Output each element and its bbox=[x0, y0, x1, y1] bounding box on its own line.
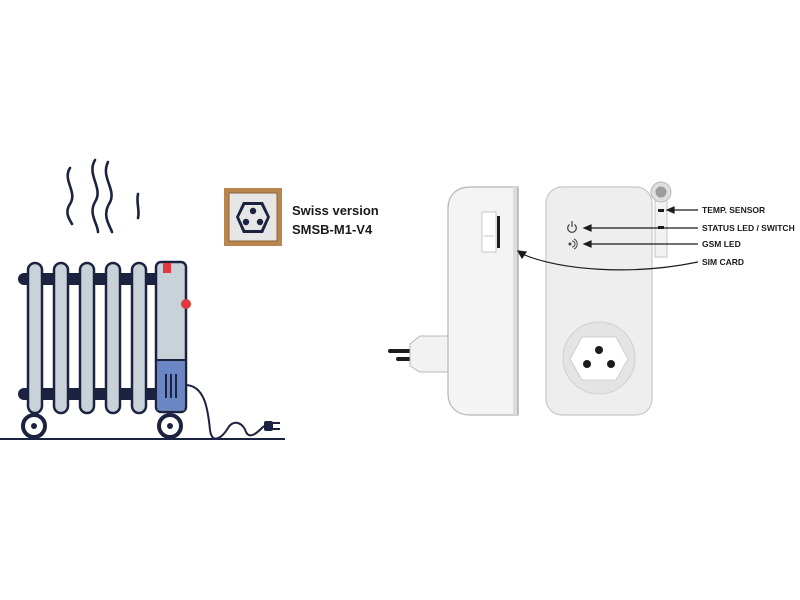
device-front-view bbox=[545, 181, 672, 416]
radiator-fin bbox=[78, 261, 96, 415]
signal-icon bbox=[568, 238, 578, 250]
radiator-fin bbox=[130, 261, 148, 415]
radiator-power-cord bbox=[184, 384, 265, 440]
radiator-fin bbox=[26, 261, 44, 415]
swiss-version-title: Swiss version bbox=[292, 203, 379, 218]
callout-arrows bbox=[516, 206, 699, 271]
swiss-socket-icon bbox=[236, 202, 270, 233]
callout-sim-card: SIM CARD bbox=[702, 257, 744, 267]
device-side-view bbox=[388, 186, 519, 416]
temp-sensor-probe bbox=[650, 181, 672, 258]
radiator-wheels bbox=[21, 413, 183, 439]
power-icon bbox=[567, 221, 577, 233]
callout-temp-sensor: TEMP. SENSOR bbox=[702, 205, 765, 215]
sim-card-slot bbox=[481, 211, 500, 253]
heat-waves-icon bbox=[66, 158, 140, 234]
radiator-indicator-light bbox=[163, 263, 171, 273]
device-plug-prongs bbox=[388, 335, 451, 373]
radiator-knob bbox=[181, 299, 191, 309]
callout-status-led-switch: STATUS LED / SWITCH bbox=[702, 223, 795, 233]
swiss-outlet bbox=[562, 321, 636, 395]
device-side-body bbox=[447, 186, 519, 416]
callout-gsm-led: GSM LED bbox=[702, 239, 741, 249]
swiss-version-badge: Swiss version SMSB-M1-V4 bbox=[224, 188, 379, 246]
radiator-fin bbox=[104, 261, 122, 415]
plug-icon bbox=[264, 421, 280, 431]
radiator-fin bbox=[52, 261, 70, 415]
radiator-icon bbox=[0, 260, 285, 440]
radiator-fins bbox=[26, 261, 148, 415]
model-number: SMSB-M1-V4 bbox=[292, 222, 373, 237]
